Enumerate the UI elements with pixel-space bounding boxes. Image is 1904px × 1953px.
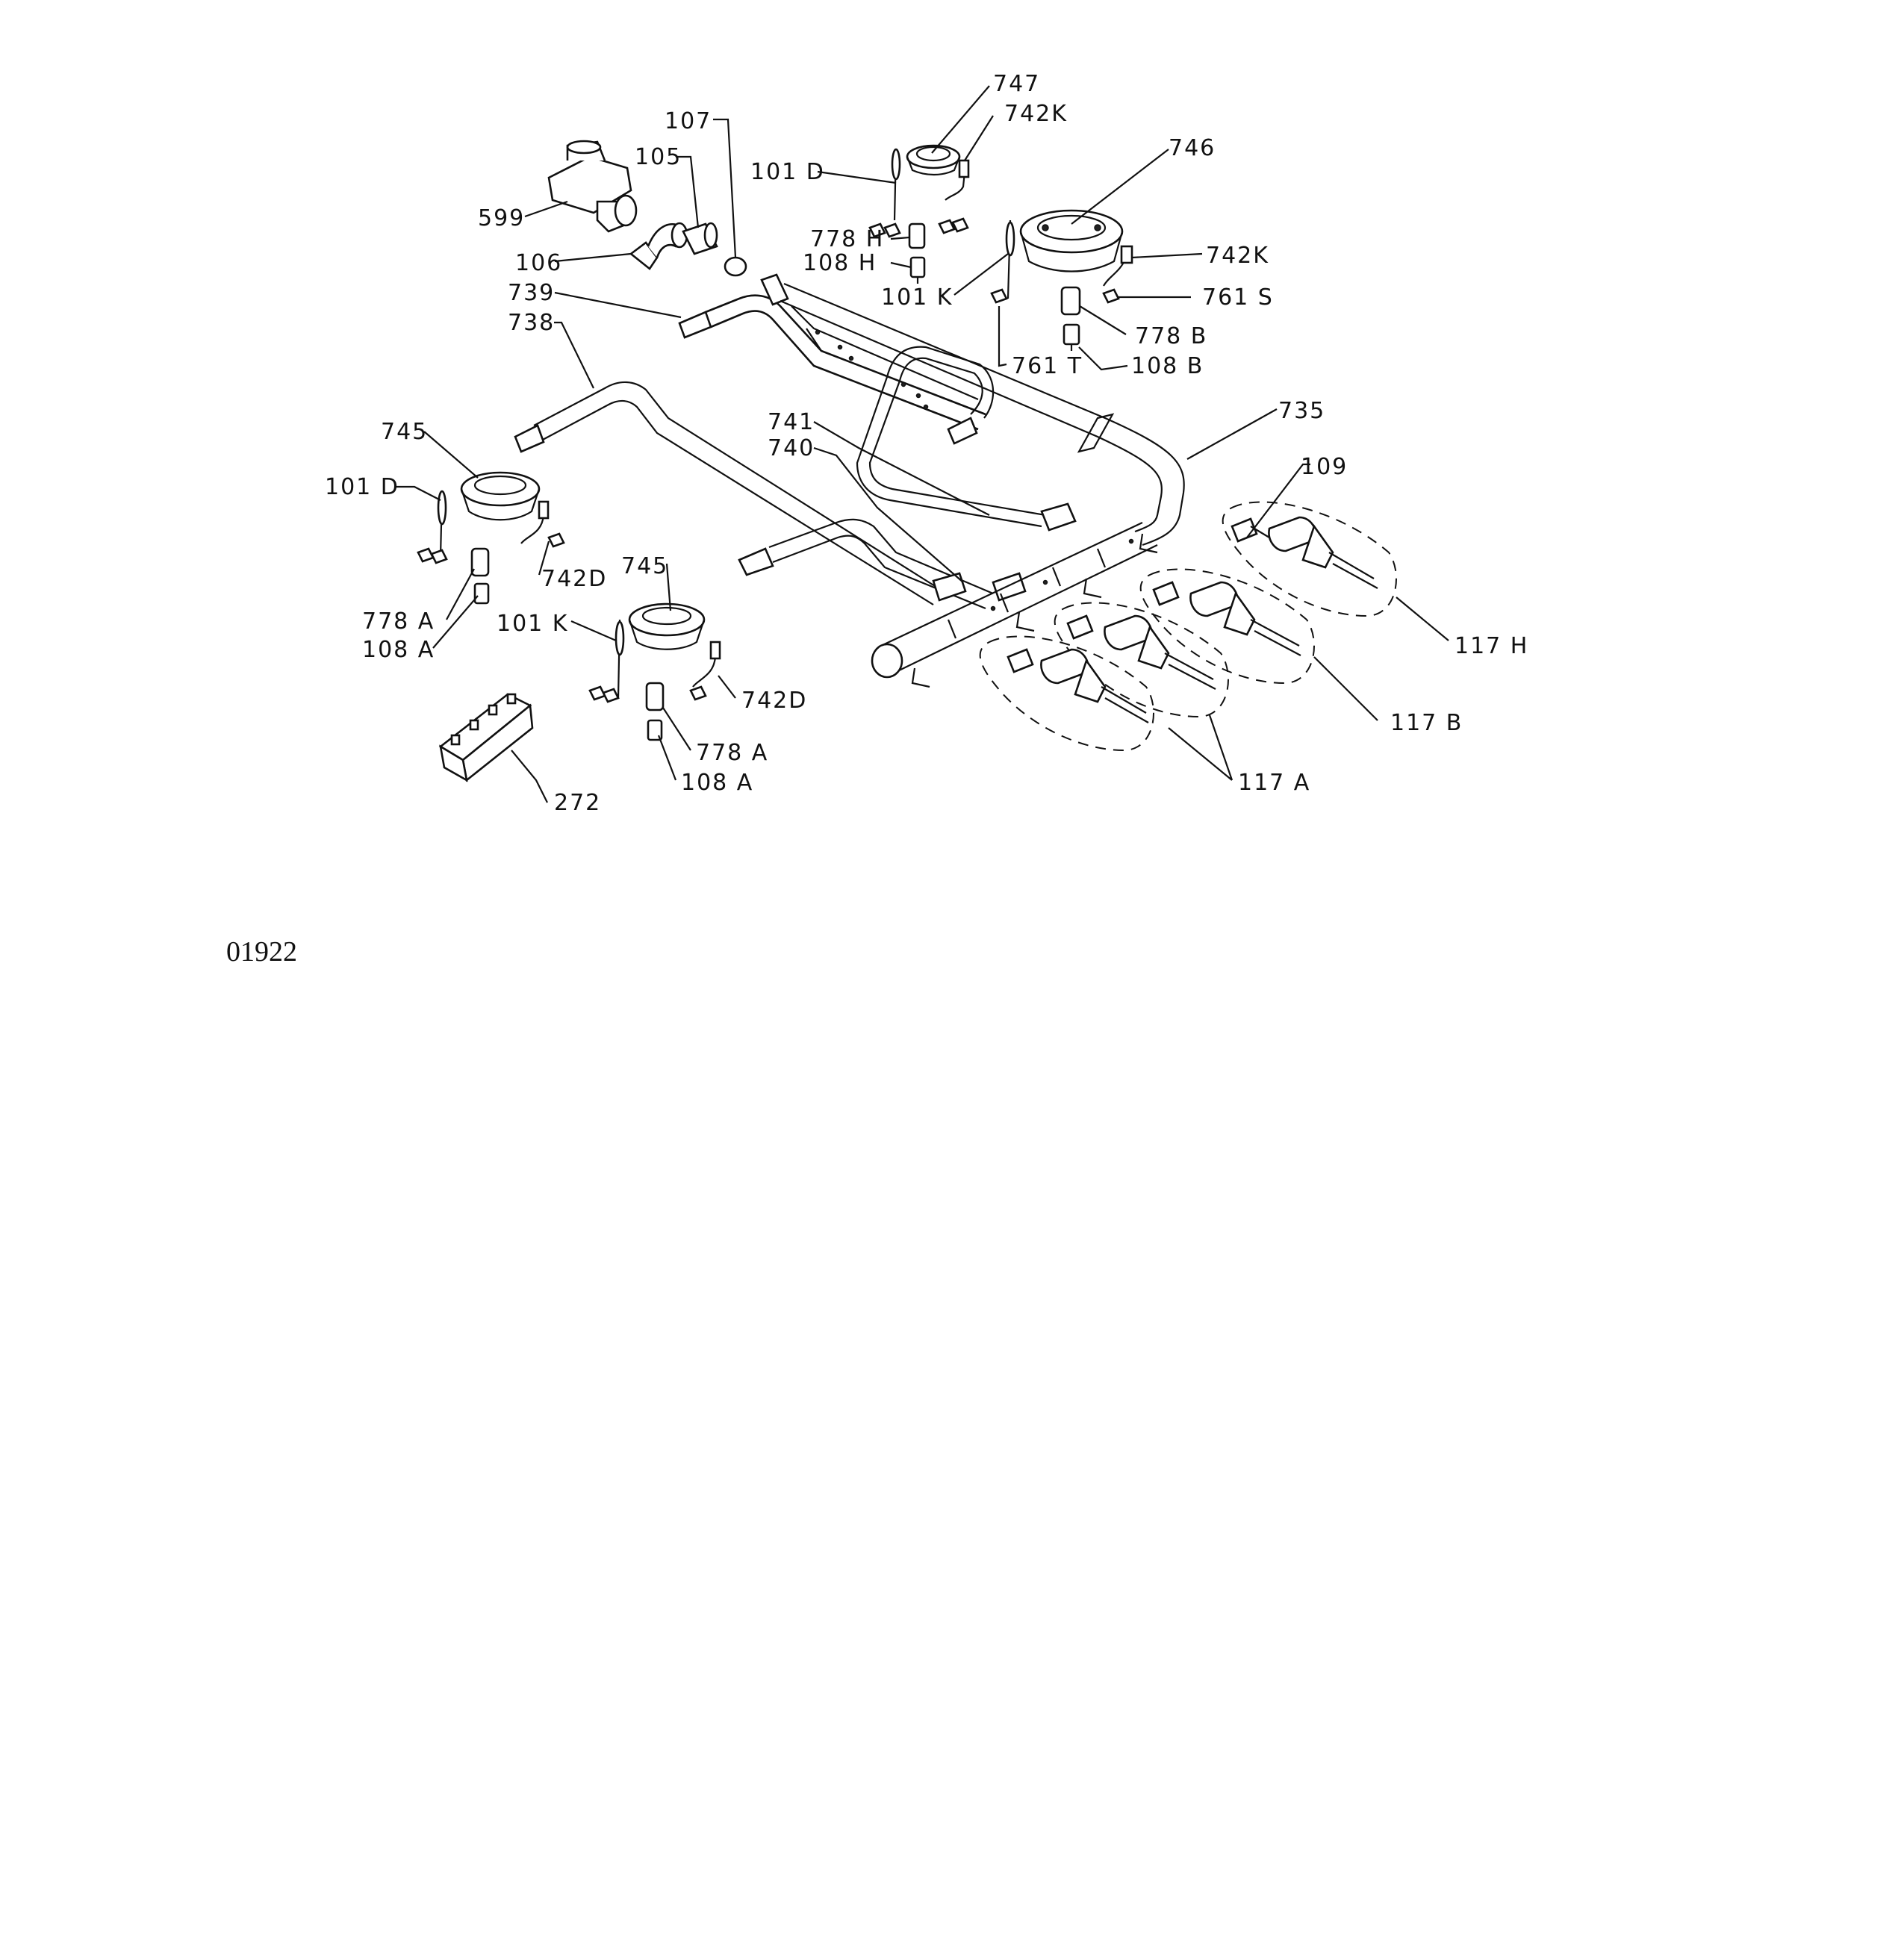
callout-101d-top: 101 D — [750, 159, 825, 185]
burner-crossbar — [791, 305, 979, 410]
clips-761 — [417, 217, 1120, 703]
callout-108h: 108 H — [803, 250, 877, 276]
callout-778b: 778 B — [1135, 323, 1207, 349]
burner-745-mid — [628, 602, 706, 650]
callout-105: 105 — [635, 144, 682, 170]
drawing-number: 01922 — [226, 936, 297, 968]
callout-108b: 108 B — [1131, 353, 1204, 379]
callout-109: 109 — [1301, 454, 1348, 480]
callout-778a-mid: 778 A — [696, 740, 768, 766]
nut-105 — [682, 222, 718, 255]
gas-valve-group-117a — [979, 635, 1154, 752]
elbow-fitting-106 — [629, 222, 688, 270]
gas-tube-740 — [738, 518, 1027, 610]
callout-742k-top: 742K — [1004, 101, 1068, 127]
pressure-regulator-599 — [547, 140, 638, 233]
callout-272: 272 — [554, 790, 601, 816]
thermocouple-101-left — [437, 490, 447, 557]
callout-735: 735 — [1278, 398, 1325, 424]
ignitor-742d-mid — [692, 641, 721, 688]
ignitor-742k-top — [945, 159, 970, 201]
burner-745-left — [460, 471, 541, 521]
thermocouple-101-top — [891, 148, 901, 221]
callout-599: 599 — [478, 205, 525, 231]
gas-valve-group-117b — [1054, 568, 1315, 718]
callout-742d-mid: 742D — [741, 688, 807, 714]
front-manifold-bar — [871, 522, 1158, 688]
burner-746 — [1019, 209, 1124, 272]
washer-107 — [724, 256, 747, 277]
leader-lines — [396, 85, 1449, 803]
gas-tube-741 — [856, 346, 1077, 532]
callout-778h: 778 H — [810, 226, 884, 252]
ignitor-742k-right — [1103, 245, 1133, 287]
ignition-box-272 — [438, 693, 534, 782]
main-manifold-735 — [760, 273, 1185, 546]
ignitor-742d-left — [520, 500, 550, 544]
callout-747: 747 — [993, 71, 1040, 97]
burner-747 — [906, 144, 961, 176]
callout-108a-mid: 108 A — [681, 770, 753, 796]
callout-761s: 761 S — [1202, 284, 1274, 311]
callout-738: 738 — [508, 310, 555, 336]
callout-108a-left: 108 A — [362, 637, 435, 663]
callout-745-left: 745 — [381, 419, 428, 445]
injectors — [470, 222, 1081, 741]
callout-107: 107 — [665, 108, 712, 134]
callout-101k-mid: 101 K — [497, 611, 568, 637]
gas-tube-739 — [678, 294, 986, 431]
callout-740: 740 — [768, 435, 815, 461]
callout-741: 741 — [768, 409, 815, 435]
callout-778a-left: 778 A — [362, 608, 435, 635]
callout-746: 746 — [1169, 135, 1216, 161]
callout-117a: 117 A — [1238, 770, 1310, 796]
callout-labels: 747 742K 107 105 101 D 746 599 778 H 108… — [325, 71, 1528, 816]
thermocouple-101-right — [1005, 219, 1015, 299]
thermocouple-101-mid — [615, 619, 625, 699]
callout-742d-left: 742D — [541, 566, 607, 592]
gas-tube-738 — [514, 381, 967, 605]
callout-117b: 117 B — [1390, 710, 1463, 736]
callout-101k-top: 101 K — [881, 284, 953, 311]
callout-106: 106 — [515, 250, 562, 276]
callout-761t: 761 T — [1012, 353, 1083, 379]
callout-101d-left: 101 D — [325, 474, 399, 500]
callout-745-mid: 745 — [621, 553, 668, 579]
callout-739: 739 — [508, 280, 555, 306]
gas-valve-group-117h — [1222, 501, 1397, 617]
callout-742k-right: 742K — [1206, 243, 1269, 269]
callout-117h: 117 H — [1455, 633, 1528, 659]
